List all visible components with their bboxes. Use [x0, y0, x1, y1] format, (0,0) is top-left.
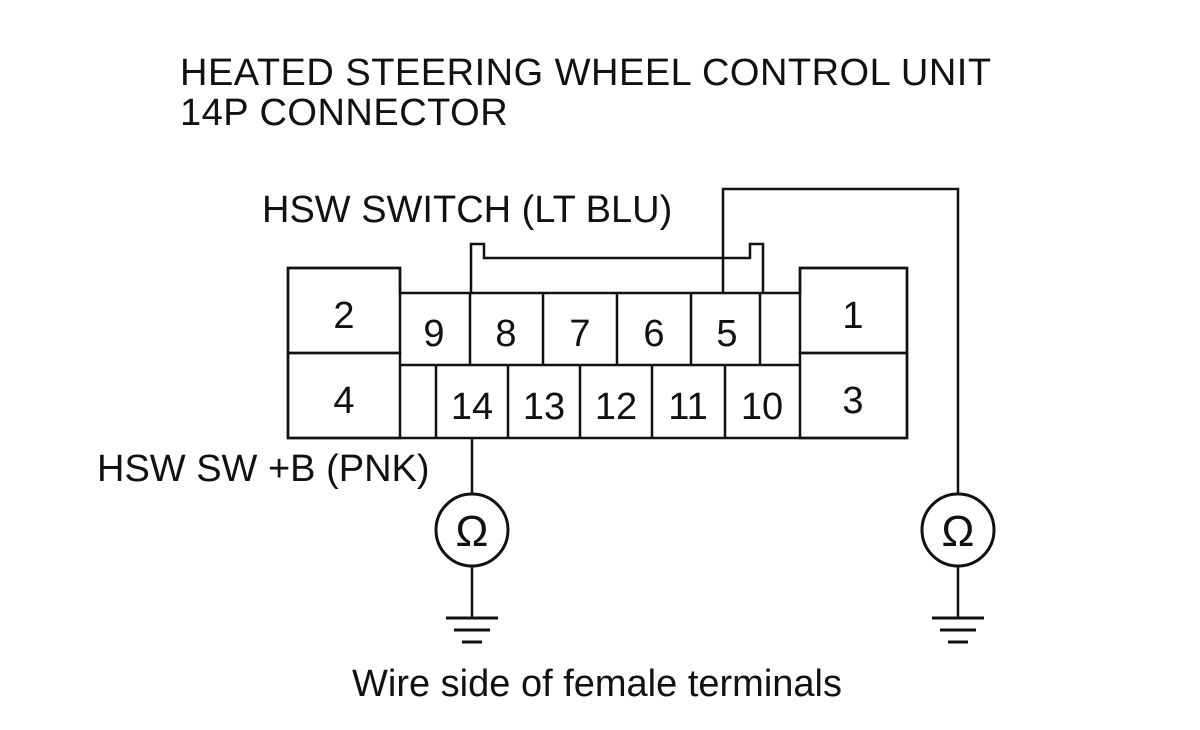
switch-probe-wire [721, 187, 960, 493]
probe-wires [470, 187, 960, 617]
pin-label-2: 2 [333, 295, 354, 337]
ohmmeter-right: Ω [920, 492, 996, 568]
ohmmeter-left: Ω [434, 492, 510, 568]
footer-caption: Wire side of female terminals [352, 663, 842, 705]
power-wire-label: HSW SW +B (PNK) [97, 448, 430, 490]
connector-body [286, 242, 909, 440]
connector-lock-tab [469, 242, 765, 293]
diagram-subtitle: 14P CONNECTOR [180, 92, 509, 134]
pin-label-8: 8 [495, 313, 516, 355]
ohmmeter-circle [920, 492, 996, 568]
pin-label-3: 3 [842, 380, 863, 422]
pin-label-4: 4 [333, 380, 354, 422]
ground-icon [932, 616, 984, 644]
pin-label-9: 9 [423, 313, 444, 355]
pin-label-12: 12 [595, 386, 637, 428]
ohm-icon: Ω [456, 507, 489, 556]
ground-icon [446, 616, 498, 644]
pin-label-6: 6 [643, 313, 664, 355]
pin-label-5: 5 [716, 313, 737, 355]
diagram-title: HEATED STEERING WHEEL CONTROL UNIT [180, 52, 992, 94]
ohmmeter-circle [434, 492, 510, 568]
pin-label-13: 13 [523, 386, 565, 428]
ohm-icon: Ω [942, 507, 975, 556]
pin-label-11: 11 [668, 386, 707, 428]
pin-label-14: 14 [451, 386, 493, 428]
cavity-4 [286, 351, 402, 440]
pin-label-7: 7 [569, 313, 590, 355]
pin-label-10: 10 [741, 386, 783, 428]
pin-label-1: 1 [842, 295, 863, 337]
switch-wire-label: HSW SWITCH (LT BLU) [262, 189, 672, 231]
cavity-3 [798, 351, 909, 440]
pin-numbers: 2 1 4 3 9 8 7 6 5 14 13 12 11 10 [333, 295, 863, 428]
